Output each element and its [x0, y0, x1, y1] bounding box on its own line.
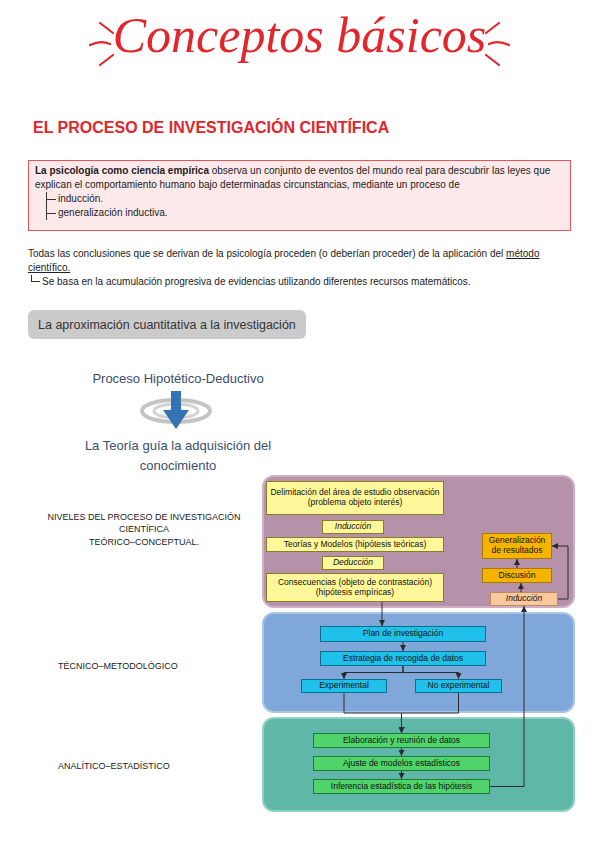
step-box: Inducción [322, 520, 384, 534]
box-text: Delimitación del área de estudio observa… [270, 488, 440, 508]
process-title: Proceso Hipotético-Deductivo [68, 371, 288, 387]
process-box: Consecuencias (objeto de contrastación) … [266, 573, 444, 602]
process-box: Teorías y Modelos (hipótesis teóricas) [266, 537, 444, 552]
process-box: Elaboración y reunión de datos [313, 733, 490, 748]
flow-arrow [402, 693, 459, 733]
page-title: Conceptos básicos [0, 8, 599, 63]
box-text: Inducción [506, 594, 542, 604]
label-text: Todas las conclusiones que se derivan de… [28, 248, 503, 259]
branch-text: inducción. [58, 192, 103, 206]
box-text: Deducción [333, 558, 373, 568]
flow-arrow [517, 559, 518, 568]
process-box: Inferencia estadística de las hipótesis [313, 779, 490, 794]
label-text: Proceso Hipotético-Deductivo [92, 371, 263, 386]
flow-arrow [521, 583, 522, 592]
definition-text: La psicología como ciencia empírica [35, 165, 209, 176]
label-text: NIVELES DEL PROCESO DE INVESTIGACIÓN CIE… [47, 512, 240, 534]
note-text: Se basa en la acumulación progresiva de … [42, 275, 471, 289]
box-text: Discusión [499, 571, 536, 581]
flow-arrow [403, 666, 459, 679]
text-line: Todas las conclusiones que se derivan de… [28, 247, 576, 275]
level-name: ANALÍTICO–ESTADÍSTICO [58, 761, 248, 773]
box-text: Consecuencias (objeto de contrastación) … [270, 578, 440, 598]
box-text: Ajuste de modelos estadísticos [343, 759, 460, 769]
level-band: ANALÍTICO–ESTADÍSTICOElaboración y reuni… [262, 717, 575, 812]
branch-tick [47, 213, 56, 214]
branch-tick [47, 199, 56, 200]
text-line: La Teoría guía la adquisición del conoci… [63, 436, 293, 475]
box-text: Inferencia estadística de las hipótesis [331, 782, 472, 792]
process-box: No experimental [415, 679, 502, 693]
definition-box: La psicología como ciencia empíricaobser… [28, 160, 571, 231]
definition-text: La psicología como ciencia empíricaobser… [35, 164, 564, 192]
label-text: EL PROCESO DE INVESTIGACIÓN CIENTÍFICA [33, 119, 389, 136]
note-row: Se basa en la acumulación progresiva de … [31, 275, 576, 289]
process-subtitle: La Teoría guía la adquisición del conoci… [63, 436, 293, 475]
flow-arrow [401, 748, 402, 756]
section-heading: EL PROCESO DE INVESTIGACIÓN CIENTÍFICA [33, 118, 573, 139]
box-text: Elaboración y reunión de datos [343, 736, 460, 746]
flow-arrow [382, 602, 383, 626]
branch-row: generalización inductiva. [47, 206, 564, 220]
box-text: Experimental [319, 681, 369, 691]
label-text: La Teoría guía la adquisición del conoci… [85, 438, 271, 473]
process-box: Estrategia de recogida de datos [320, 651, 486, 666]
flow-arrow [403, 642, 404, 651]
level-band: TEÓRICO–CONCEPTUAL.Delimitación del área… [262, 475, 575, 608]
flow-arrow [344, 693, 402, 733]
box-text: Teorías y Modelos (hipótesis teóricas) [284, 540, 427, 550]
target-icon [142, 391, 210, 429]
level-name: TÉCNICO–METODOLÓGICO [58, 661, 248, 673]
flow-arrow [552, 546, 568, 599]
box-text: Inducción [335, 522, 371, 532]
step-box: Inducción [490, 592, 558, 606]
step-box: Deducción [322, 556, 384, 570]
box-text: Plan de investigación [363, 629, 443, 639]
process-box: Discusión [482, 568, 552, 583]
process-box: Ajuste de modelos estadísticos [313, 756, 490, 771]
branch-tick [31, 275, 40, 282]
text-line: EL PROCESO DE INVESTIGACIÓN CIENTÍFICA [33, 118, 573, 139]
process-box: Delimitación del área de estudio observa… [266, 481, 444, 515]
branch-row: inducción. [47, 192, 564, 206]
branch-text: generalización inductiva. [58, 206, 168, 220]
flow-arrow [344, 666, 403, 679]
box-text: No experimental [428, 681, 490, 691]
level-band: TÉCNICO–METODOLÓGICOPlan de investigació… [262, 612, 575, 713]
flow-arrow [490, 606, 524, 787]
flow-arrow [401, 771, 402, 779]
level-name: TEÓRICO–CONCEPTUAL. [26, 537, 262, 549]
section-tab: La aproximación cuantitativa a la invest… [28, 310, 306, 339]
levels-heading: NIVELES DEL PROCESO DE INVESTIGACIÓN CIE… [26, 512, 262, 535]
text-line: Proceso Hipotético-Deductivo [68, 371, 288, 387]
process-box: Generalización de resultados [482, 533, 552, 559]
text-line: NIVELES DEL PROCESO DE INVESTIGACIÓN CIE… [26, 512, 262, 535]
process-box: Plan de investigación [320, 626, 486, 642]
box-text: Estrategia de recogida de datos [343, 654, 463, 664]
box-text: La aproximación cuantitativa a la invest… [38, 318, 296, 332]
branch-list: inducción.generalización inductiva. [46, 192, 564, 220]
paragraph: Todas las conclusiones que se derivan de… [28, 247, 576, 289]
process-box: Experimental [301, 679, 387, 693]
box-text: Generalización de resultados [486, 536, 548, 556]
